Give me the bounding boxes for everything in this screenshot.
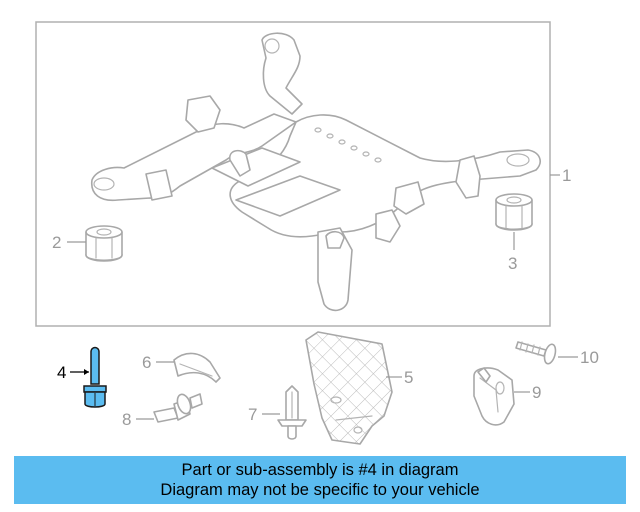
assembly-frame [35,21,551,327]
shield-icon[interactable] [305,331,393,445]
screw-icon[interactable] [515,341,557,365]
bushing-icon[interactable] [495,193,533,231]
callout-5: 5 [404,368,413,387]
banner-line-1: Part or sub-assembly is #4 in diagram [181,461,459,479]
callout-7: 7 [248,405,257,424]
info-banner: Part or sub-assembly is #4 in diagram Di… [14,456,626,504]
bolt-icon[interactable] [83,346,107,408]
clip-icon[interactable] [277,385,307,440]
callout-6: 6 [142,353,151,372]
bracket-icon[interactable] [173,352,221,383]
callout-2: 2 [52,233,61,252]
callout-9: 9 [532,383,541,402]
callout-10: 10 [580,348,599,367]
callout-3: 3 [508,254,517,273]
push-pin-icon[interactable] [153,393,203,423]
callout-4: 4 [57,363,66,382]
banner-line-2: Diagram may not be specific to your vehi… [160,481,480,499]
callout-8: 8 [122,410,131,429]
guide-icon[interactable] [473,367,515,426]
bushing-icon[interactable] [85,225,123,262]
subframe-icon[interactable] [91,32,541,312]
callout-1: 1 [562,166,571,185]
